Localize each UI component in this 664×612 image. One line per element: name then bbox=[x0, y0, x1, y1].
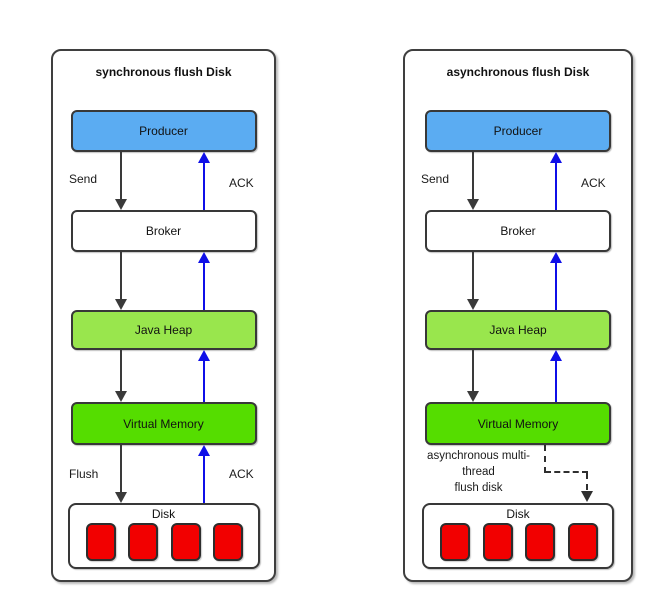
broker-node: Broker bbox=[70, 210, 257, 252]
arrow-vm-to-javaheap-ack bbox=[550, 350, 562, 402]
sync-flush-panel: synchronous flush Disk Producer Broker J… bbox=[51, 49, 276, 582]
disk-block bbox=[85, 523, 116, 561]
arrow-vm-to-javaheap-ack bbox=[198, 350, 210, 402]
virtual-memory-node: Virtual Memory bbox=[70, 402, 257, 445]
async-flush-label-line3: flush disk bbox=[454, 482, 503, 494]
send-label: Send bbox=[421, 172, 450, 186]
disk-block bbox=[128, 523, 159, 561]
ack-label: ACK bbox=[229, 176, 254, 190]
panel-title: asynchronous flush Disk bbox=[446, 65, 590, 79]
arrow-vm-to-disk-flush bbox=[115, 445, 127, 503]
send-label: Send bbox=[69, 172, 98, 186]
dashed-async-flush-arrow-segment bbox=[545, 471, 588, 473]
producer-node: Producer bbox=[425, 110, 611, 152]
arrow-broker-to-javaheap bbox=[467, 252, 479, 310]
arrow-javaheap-to-vm bbox=[115, 350, 127, 402]
java-heap-node: Java Heap bbox=[425, 310, 611, 350]
arrow-producer-to-broker bbox=[467, 152, 479, 210]
async-flush-label-line1: asynchronous multi- bbox=[427, 450, 530, 462]
disk-block bbox=[170, 523, 201, 561]
disk-node: Disk bbox=[67, 503, 260, 569]
java-heap-node: Java Heap bbox=[70, 310, 257, 350]
arrow-javaheap-to-vm bbox=[467, 350, 479, 402]
disk-cells bbox=[424, 522, 612, 561]
panel-title: synchronous flush Disk bbox=[95, 65, 232, 79]
async-flush-label-line2: thread bbox=[462, 466, 495, 478]
disk-cells bbox=[70, 522, 258, 561]
arrow-producer-to-broker bbox=[115, 152, 127, 210]
dashed-async-flush-arrow-segment bbox=[586, 473, 588, 490]
dashed-async-flush-arrowhead bbox=[581, 491, 593, 502]
arrow-broker-to-producer-ack bbox=[550, 152, 562, 210]
ack-label: ACK bbox=[229, 467, 254, 481]
ack-label: ACK bbox=[581, 176, 606, 190]
producer-node: Producer bbox=[70, 110, 257, 152]
disk-block bbox=[482, 523, 513, 561]
disk-block bbox=[213, 523, 244, 561]
disk-label: Disk bbox=[151, 507, 176, 521]
async-flush-panel: asynchronous flush Disk Producer Broker … bbox=[403, 49, 633, 582]
virtual-memory-node: Virtual Memory bbox=[425, 402, 611, 445]
disk-block bbox=[567, 523, 598, 561]
arrow-broker-to-producer-ack bbox=[198, 152, 210, 210]
disk-node: Disk bbox=[422, 503, 614, 569]
dashed-async-flush-arrow-segment bbox=[544, 445, 546, 473]
arrow-javaheap-to-broker-ack bbox=[550, 252, 562, 310]
async-flush-label: asynchronous multi- thread flush disk bbox=[411, 448, 546, 496]
broker-node: Broker bbox=[425, 210, 611, 252]
disk-block bbox=[525, 523, 556, 561]
disk-label: Disk bbox=[506, 507, 530, 521]
arrow-broker-to-javaheap bbox=[115, 252, 127, 310]
arrow-javaheap-to-broker-ack bbox=[198, 252, 210, 310]
flush-label: Flush bbox=[69, 467, 99, 481]
disk-block bbox=[440, 523, 470, 561]
arrow-disk-to-vm-ack bbox=[198, 445, 210, 503]
